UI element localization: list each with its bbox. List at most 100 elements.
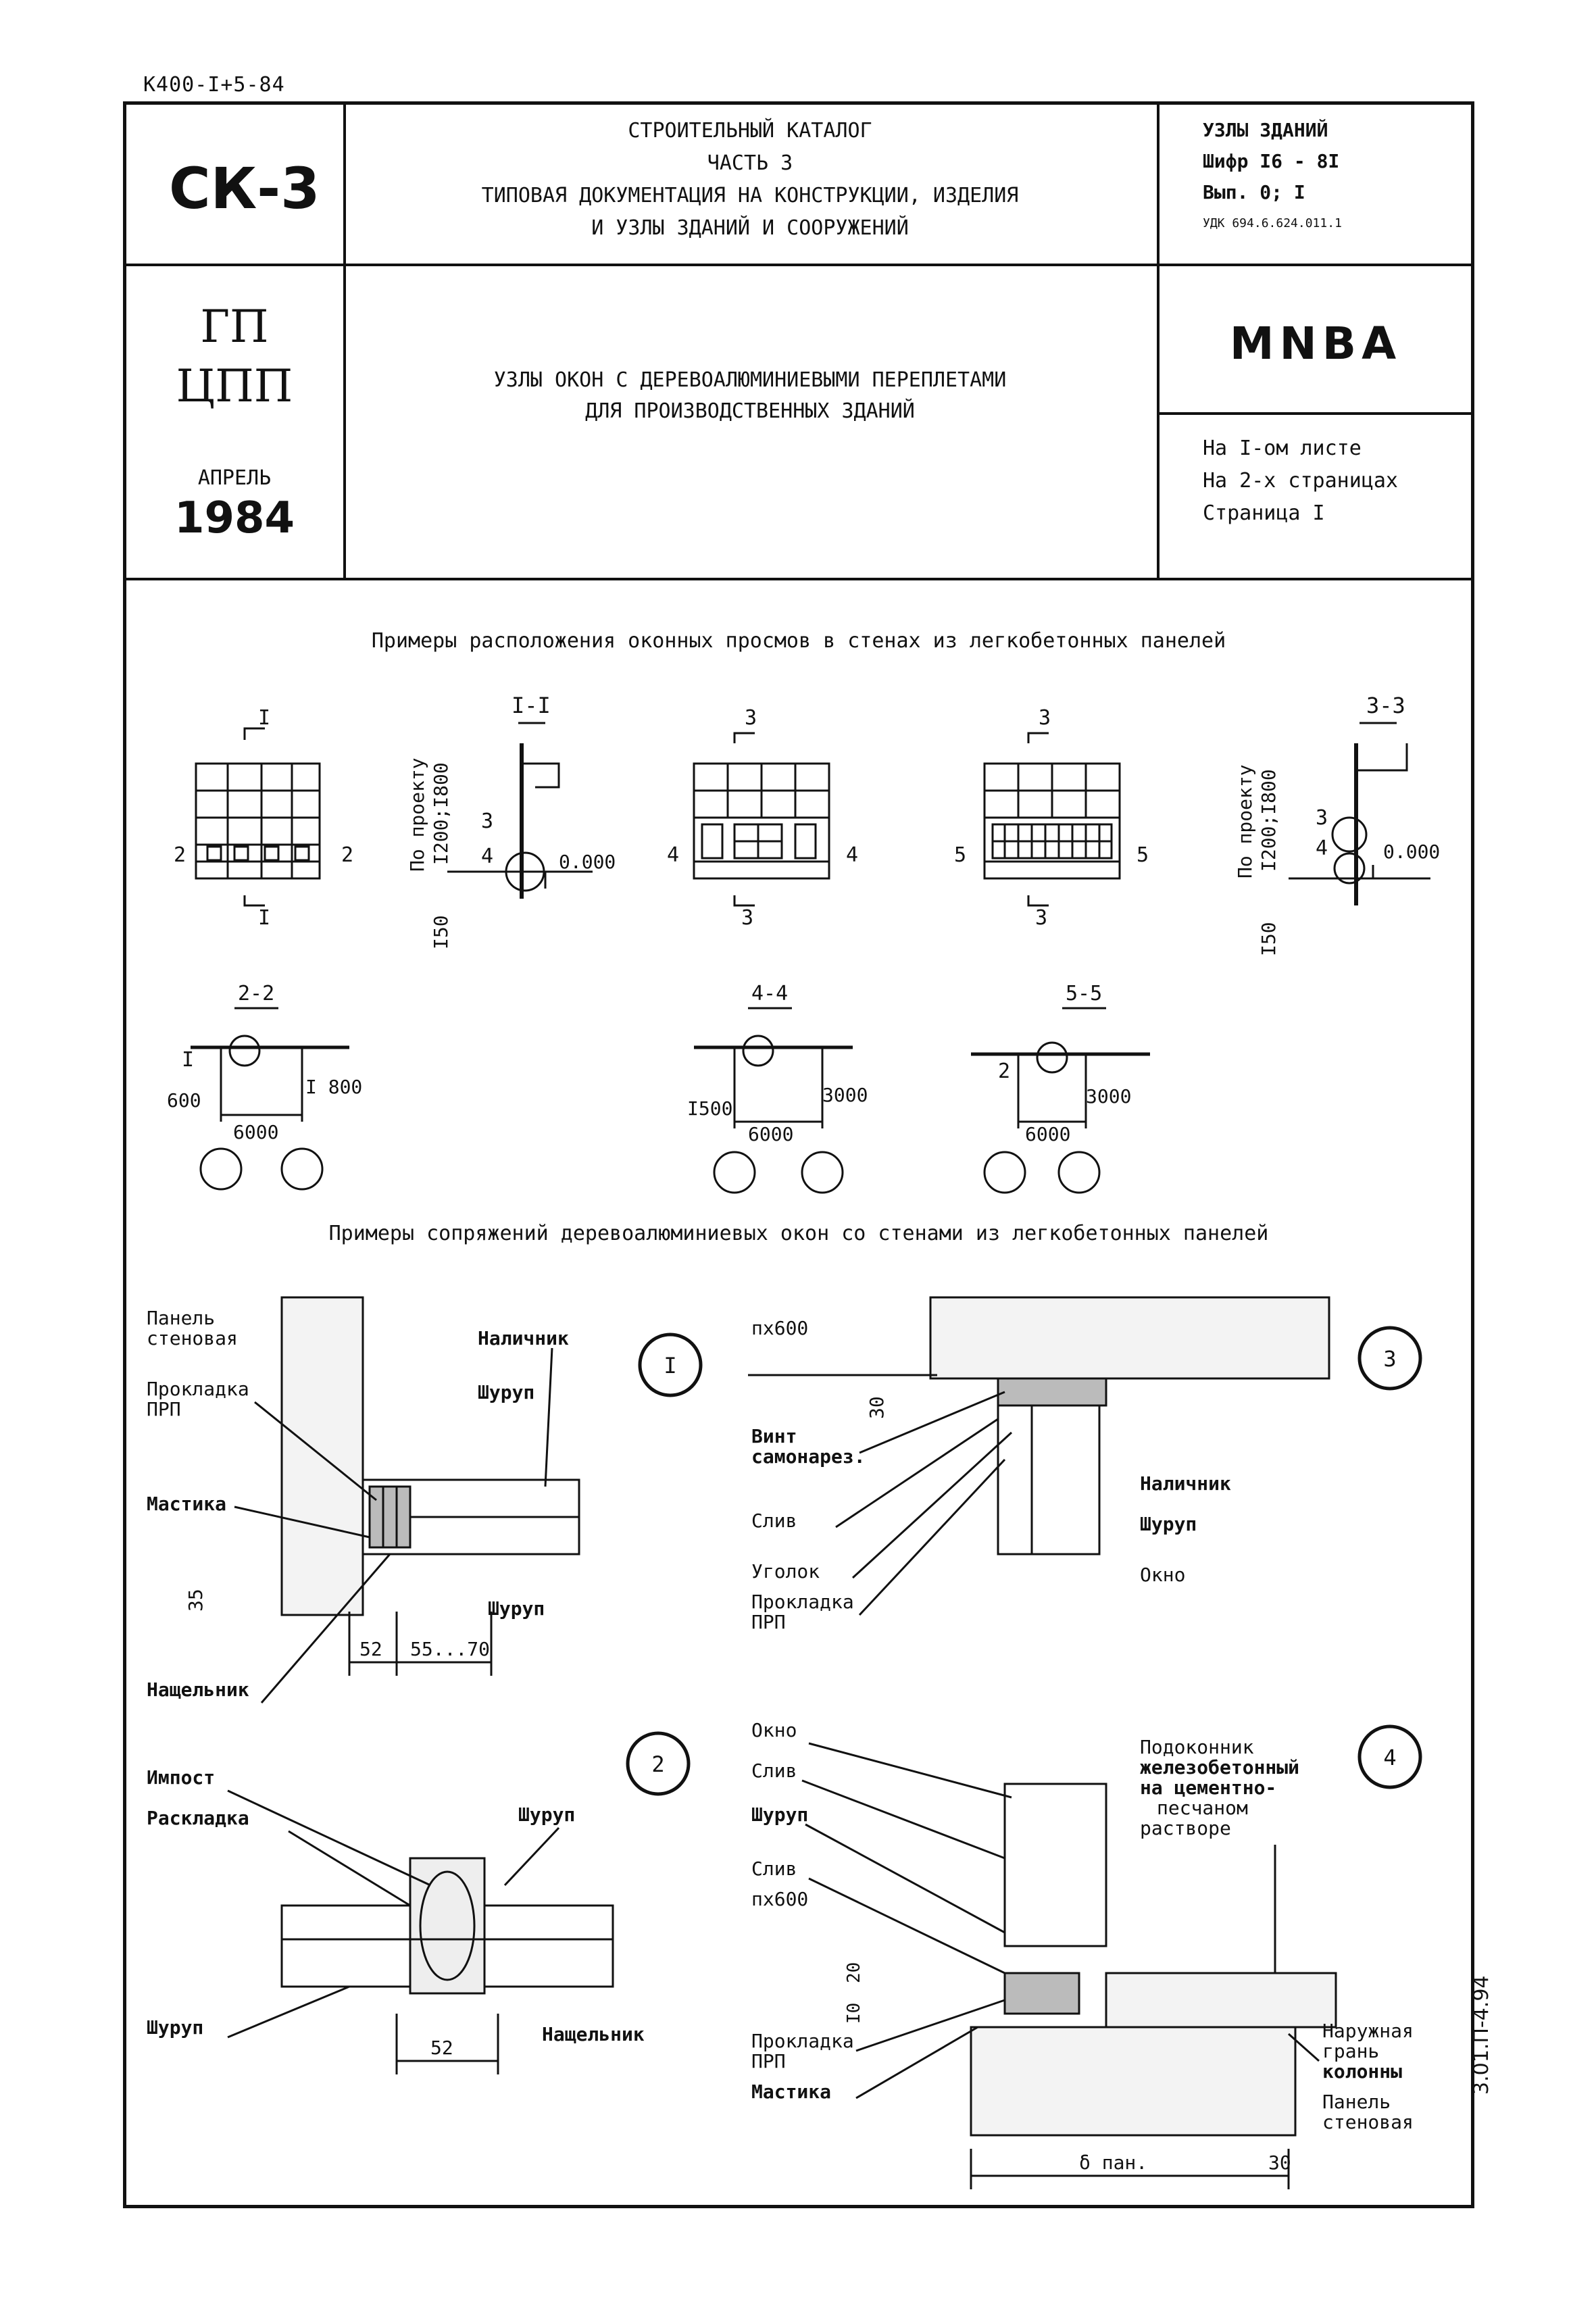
svg-text:песчаном: песчаном [1157,1797,1248,1819]
detail-number-1: I [664,1353,676,1378]
detail-number-2: 2 [651,1751,664,1777]
svg-text:ПРП: ПРП [751,1611,786,1633]
plan-dim-3000-a: 3000 [822,1084,868,1106]
side-code: 3.01.П-4.94 [1470,1975,1493,2095]
svg-text:стеновая: стеновая [147,1327,238,1349]
svg-text:ПРП: ПРП [751,2050,786,2072]
plan-dim-1800: I 800 [305,1076,362,1098]
section-1-1: I-I 3 4 0.000 По проекту I200;I800 I50 [406,693,616,949]
svg-text:55...70: 55...70 [410,1638,490,1660]
detail-1: I Панель стеновая Прокладка ПРП Мастика … [147,1296,703,1703]
title-divider-3 [1157,412,1474,415]
title-divider-1 [123,264,1474,266]
drawing-sheet: Примеры расположения оконных просмов в с… [147,629,1440,2189]
svg-text:колонны: колонны [1322,2060,1402,2083]
organization: ГП ЦПП [176,301,293,412]
plan-5-5: 5-5 2 3000 6000 [971,982,1150,1194]
detail-number-4: 4 [1383,1745,1396,1770]
dim-150-2: I50 [1257,922,1280,956]
plan-dim-6000-a: 6000 [233,1121,278,1143]
svg-text:I0: I0 [844,2003,864,2024]
section-mark-1b: I [258,906,270,930]
svg-text:пх600: пх600 [751,1317,808,1339]
svg-text:Подоконник: Подоконник [1140,1736,1254,1758]
plan-node-2: 2 [998,1060,1010,1083]
svg-text:Шуруп: Шуруп [488,1597,545,1620]
svg-text:Панель: Панель [147,1307,215,1329]
svg-text:Уголок: Уголок [751,1560,820,1583]
title-vline-1 [343,101,346,579]
svg-text:самонарез.: самонарез. [751,1445,866,1468]
svg-text:Мастика: Мастика [751,2081,831,2103]
svg-text:Шуруп: Шуруп [478,1381,534,1403]
plan-2-2: 2-2 I 600 I 800 6000 [167,982,362,1191]
plan-dim-6000-b: 6000 [748,1123,793,1145]
svg-text:5-5: 5-5 [1066,982,1102,1005]
svg-text:Прокладка: Прокладка [751,2030,854,2052]
proj-label-1: По проекту [406,757,428,872]
plan-dim-600: 600 [167,1089,201,1112]
svg-text:Окно: Окно [1140,1564,1185,1586]
svg-text:Наличник: Наличник [478,1327,569,1349]
svg-text:железобетонный: железобетонный [1140,1756,1299,1778]
svg-text:Слив: Слив [751,1510,797,1532]
section-mark-2a: 2 [174,843,186,867]
svg-text:Шуруп: Шуруп [518,1803,575,1826]
svg-text:20: 20 [844,1962,864,1983]
sheet-info: На I-ом листе На 2-х страницах Страница … [1203,437,1398,525]
section-title-1-1: I-I [512,693,551,718]
section-mark-5b: 5 [1137,843,1149,867]
section-mark-5a: 5 [954,843,966,867]
svg-text:Шуруп: Шуруп [1140,1513,1197,1535]
detail-2: 2 Импост Раскладка Шуруп Шуруп Нащельник… [147,1731,691,2074]
detail-3: 3 пх600 30 Винт самонарез. Слив Уголок П… [748,1296,1422,1633]
svg-text:на цементно-: на цементно- [1140,1776,1276,1799]
svg-text:Нащельник: Нащельник [147,1678,249,1701]
detail-number-3: 3 [1383,1346,1396,1372]
svg-text:2-2: 2-2 [238,982,274,1005]
svg-text:ПРП: ПРП [147,1398,181,1420]
elevation-1: I I 2 2 [174,706,353,930]
svg-text:Наружная: Наружная [1322,2020,1414,2042]
section-title-3-3: 3-3 [1366,693,1405,718]
section-info: УЗЛЫ ЗДАНИЙ Шифр I6 - 8I Вып. 0; I УДК 6… [1203,119,1342,230]
svg-text:стеновая: стеновая [1322,2111,1414,2133]
level-mark-1: 0.000 [559,851,616,873]
section-mark-3a: 3 [745,706,757,730]
svg-text:Слив: Слив [751,1858,797,1880]
svg-text:Шуруп: Шуруп [147,2016,203,2039]
svg-text:Шуруп: Шуруп [751,1803,808,1826]
svg-text:Раскладка: Раскладка [147,1807,249,1829]
drawing-frame [123,101,1474,2208]
svg-text:пх600: пх600 [751,1888,808,1910]
node-ref-3: 3 [481,810,493,833]
catalog-title: СТРОИТЕЛЬНЫЙ КАТАЛОГ ЧАСТЬ 3 ТИПОВАЯ ДОК… [481,119,1019,240]
svg-text:Винт: Винт [751,1425,797,1447]
caption-layout: Примеры расположения оконных просмов в с… [372,629,1226,653]
svg-text:Нащельник: Нащельник [542,2023,645,2045]
plan-node-1: I [182,1048,194,1072]
svg-text:35: 35 [184,1589,207,1612]
section-mark-3d: 3 [1035,906,1047,930]
svg-text:Прокладка: Прокладка [147,1378,249,1400]
plan-dim-3000-b: 3000 [1086,1085,1131,1107]
document-title: УЗЛЫ ОКОН С ДЕРЕВОАЛЮМИНИЕВЫМИ ПЕРЕПЛЕТА… [493,368,1007,423]
node-ref-4b: 4 [1316,837,1328,860]
node-ref-3b: 3 [1316,806,1328,830]
proj-dims-1: I200;I800 [430,762,452,865]
plan-dim-6000-c: 6000 [1025,1123,1070,1145]
svg-text:грань: грань [1322,2040,1379,2062]
title-divider-2 [123,578,1474,580]
svg-text:Окно: Окно [751,1719,797,1741]
plan-4-4: 4-4 I500 3000 6000 [687,982,868,1194]
dim-150-1: I50 [430,915,452,949]
svg-text:Прокладка: Прокладка [751,1591,854,1613]
svg-text:Наличник: Наличник [1140,1472,1231,1495]
title-vline-2 [1157,101,1159,579]
svg-text:Импост: Импост [147,1766,215,1789]
section-mark-4b: 4 [846,843,858,867]
section-3-3: 3-3 3 4 0.000 По проекту I200;I800 I50 [1234,693,1440,956]
document-mark: MNBA [1229,318,1402,370]
svg-text:4-4: 4-4 [751,982,788,1005]
caption-joints: Примеры сопряжений деревоалюминиевых око… [329,1222,1269,1245]
